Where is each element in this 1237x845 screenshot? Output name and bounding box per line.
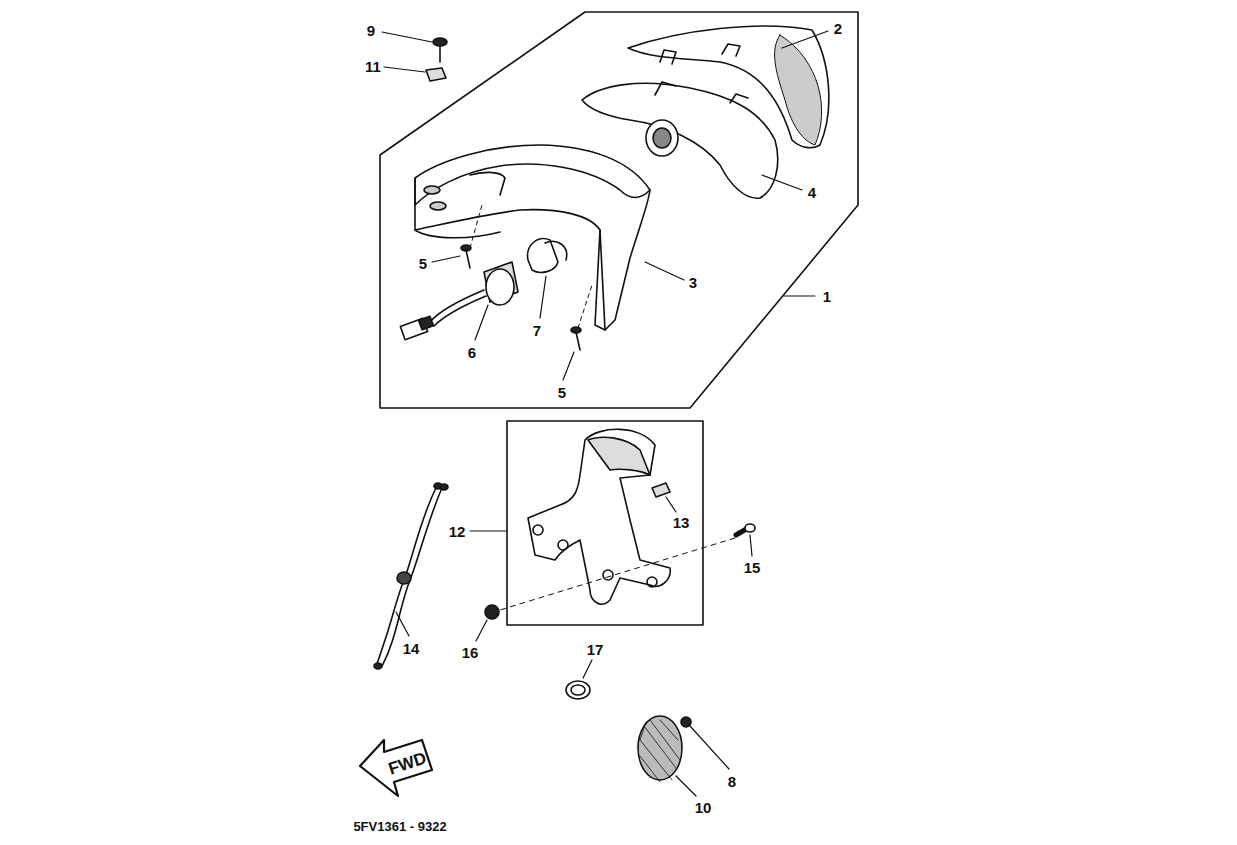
callout-number: 7 bbox=[533, 323, 541, 338]
callout-number: 17 bbox=[587, 642, 604, 657]
callout-number: 8 bbox=[728, 774, 736, 789]
callout-number: 3 bbox=[689, 275, 697, 290]
callout-number: 13 bbox=[673, 515, 690, 530]
callout-number: 9 bbox=[367, 23, 375, 38]
group-box bbox=[507, 421, 703, 625]
callout-number: 11 bbox=[365, 59, 381, 74]
callout-number: 15 bbox=[744, 560, 761, 575]
callout-number: 5 bbox=[558, 385, 566, 400]
callout-number: 2 bbox=[834, 21, 842, 36]
callout-number: 5 bbox=[419, 256, 427, 271]
callout-number: 14 bbox=[403, 641, 420, 656]
group-outline bbox=[380, 12, 858, 408]
direction-arrow-text: FWD bbox=[386, 749, 428, 777]
callout-number: 10 bbox=[695, 800, 712, 815]
callout-number: 1 bbox=[823, 289, 831, 304]
drawing-code: 5FV1361 - 9322 bbox=[353, 820, 446, 833]
callout-number: 6 bbox=[468, 345, 476, 360]
callout-number: 4 bbox=[808, 185, 816, 200]
callout-number: 16 bbox=[462, 645, 479, 660]
callout-number: 12 bbox=[449, 524, 466, 539]
